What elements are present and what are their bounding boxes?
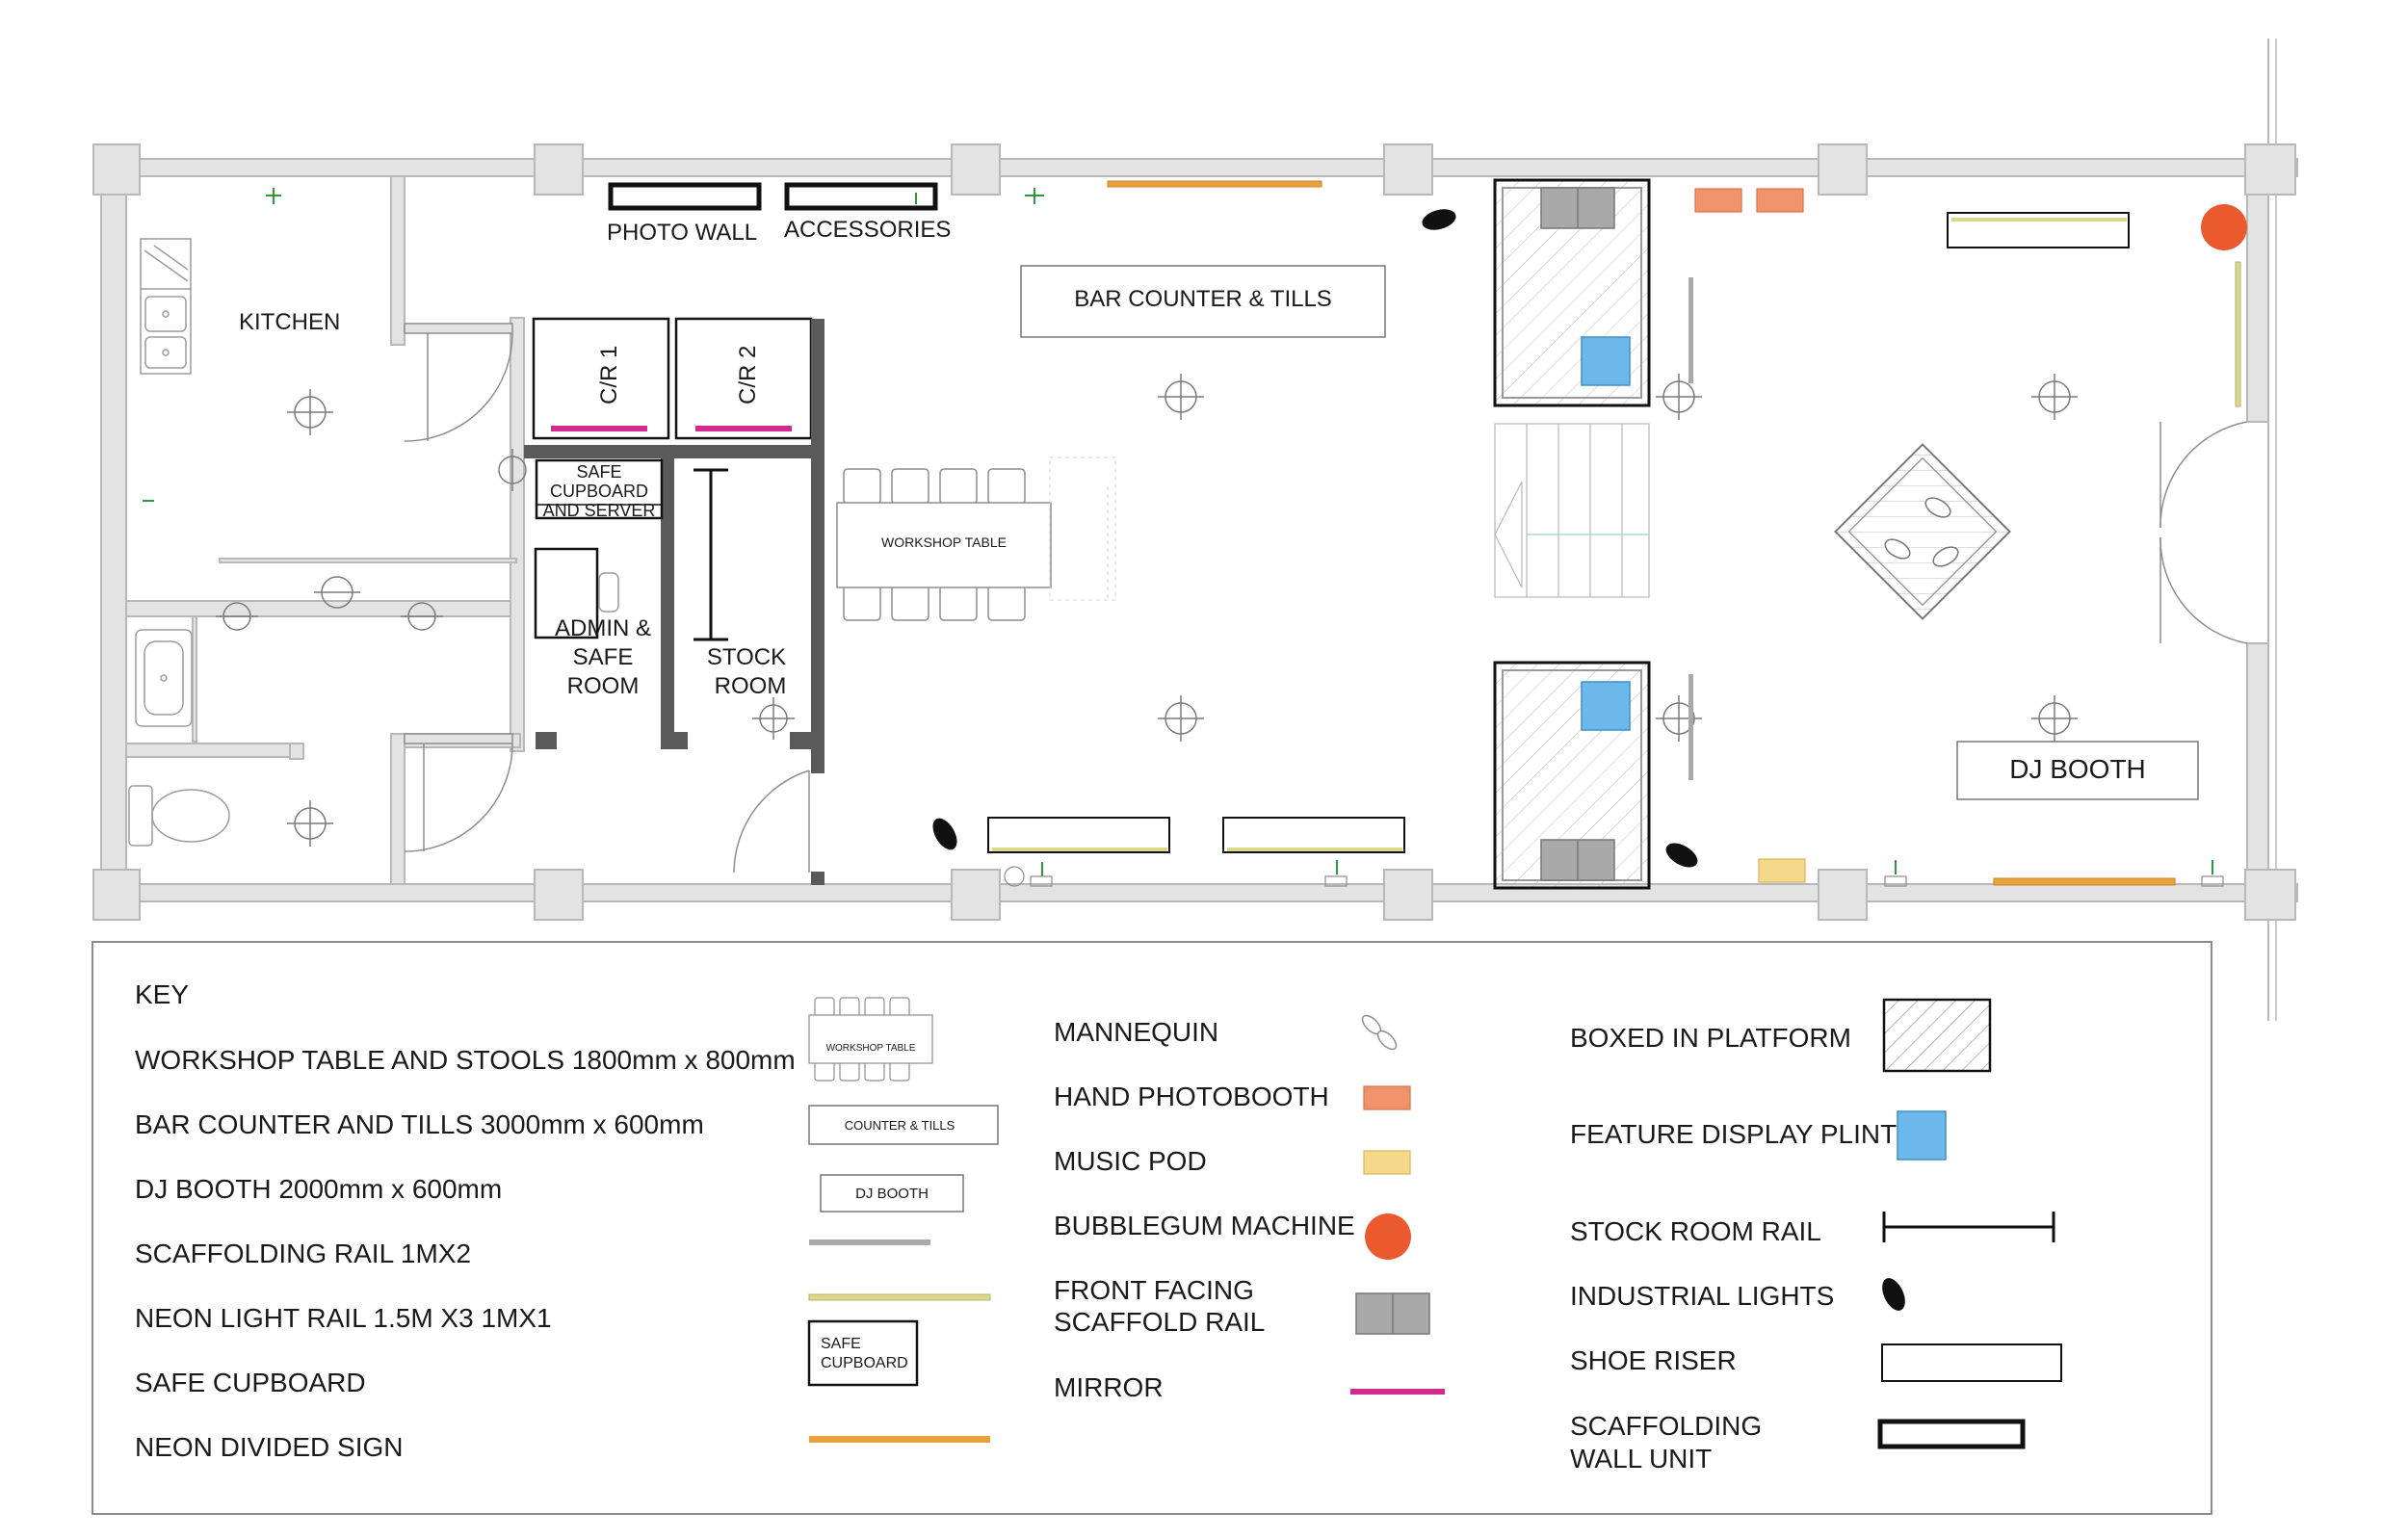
industrial-lights <box>932 209 1698 868</box>
safe-cupboard-line3: AND SERVER <box>543 501 656 520</box>
key-item-music-pod: MUSIC POD <box>1054 1146 1207 1176</box>
admin-room-line1: ADMIN & <box>555 615 651 641</box>
scaffolding-wall-units <box>608 182 938 211</box>
stock-room-rail <box>694 468 728 641</box>
bubblegum-machine <box>2201 204 2247 250</box>
power-sockets <box>143 188 2224 887</box>
cr1-label: C/R 1 <box>596 346 622 404</box>
outer-walls <box>95 39 2298 1021</box>
key-symbol-industrial-light-icon <box>1882 1278 1905 1311</box>
key-item-wall-unit: WALL UNIT <box>1570 1444 1712 1474</box>
back-of-house-walls <box>125 175 525 885</box>
key-symbol-bubblegum <box>1365 1213 1411 1260</box>
sink-unit-icon <box>140 238 192 375</box>
key-item-shoe-riser: SHOE RISER <box>1570 1345 1737 1375</box>
admin-room-line3: ROOM <box>567 673 640 699</box>
key-symbol-safe <box>807 1319 919 1387</box>
steps <box>1494 423 1650 598</box>
key-symbol-neon-rail <box>808 1293 991 1301</box>
toilet-icon <box>128 785 230 847</box>
boxed-platform-bottom <box>1493 661 1651 890</box>
key-item-photobooth: HAND PHOTOBOOTH <box>1054 1082 1329 1111</box>
key-symbol-scaffold-rail <box>809 1239 930 1245</box>
key-item-scaffolding: SCAFFOLDING <box>1570 1411 1762 1441</box>
key-symbol-photobooth <box>1363 1085 1411 1110</box>
key-symbol-counter <box>808 1105 999 1145</box>
key-panel <box>92 941 2212 1515</box>
stock-door-icon <box>733 770 810 874</box>
mannequin-platform <box>1834 443 2011 620</box>
neon-signs <box>1107 180 2176 886</box>
key-symbol-boxed-platform <box>1882 998 1992 1073</box>
hand-photobooths <box>1694 188 1804 213</box>
key-item-safe-cupboard: SAFE CUPBOARD <box>135 1368 366 1397</box>
changing-rooms <box>532 317 813 440</box>
scaffolding-rails <box>1688 277 1693 780</box>
admin-room-line2: SAFE <box>573 644 634 670</box>
admin-desk <box>534 547 619 639</box>
boxed-platform-top <box>1493 178 1651 407</box>
key-item-dj-booth: DJ BOOTH 2000mm x 600mm <box>135 1174 502 1204</box>
key-symbol-neon-sign <box>809 1436 990 1443</box>
stock-room-line1: STOCK <box>707 644 786 670</box>
key-item-neon-rail: NEON LIGHT RAIL 1.5M X3 1MX1 <box>135 1303 552 1333</box>
mannequin-icons <box>1884 497 1959 567</box>
key-symbol-shoe-riser <box>1881 1343 2062 1382</box>
key-item-boxed-platform: BOXED IN PLATFORM <box>1570 1023 1851 1053</box>
safe-cupboard-line1: SAFE <box>576 462 621 482</box>
key-item-mirror: MIRROR <box>1054 1372 1164 1402</box>
key-symbol-stock-rail <box>1882 1212 2055 1242</box>
workshop-dashed-area <box>1049 456 1116 602</box>
key-symbol-front-scaffold <box>1355 1292 1430 1335</box>
toilet-door-icon <box>404 733 513 852</box>
entrance-doors-icon <box>2159 421 2248 644</box>
key-item-front-facing: FRONT FACING <box>1054 1275 1254 1305</box>
key-item-scaffold-rail: SCAFFOLD RAIL <box>1054 1307 1265 1337</box>
key-item-industrial-lights: INDUSTRIAL LIGHTS <box>1570 1281 1834 1311</box>
key-item-bubblegum: BUBBLEGUM MACHINE <box>1054 1211 1355 1240</box>
key-item-scaffolding-rail: SCAFFOLDING RAIL 1MX2 <box>135 1239 471 1268</box>
key-symbol-safe-line1: SAFE <box>821 1336 861 1352</box>
key-symbol-mirror <box>1350 1389 1445 1395</box>
cr2-label: C/R 2 <box>735 346 761 404</box>
workshop-table-label: WORKSHOP TABLE <box>881 535 1007 550</box>
kitchen-label: KITCHEN <box>239 309 340 335</box>
dj-booth <box>1956 741 2199 800</box>
basin-icon <box>135 629 193 727</box>
safe-cupboard: SAFE CUPBOARD AND SERVER <box>535 458 664 520</box>
key-title: KEY <box>135 979 189 1009</box>
key-symbol-dj-label: DJ BOOTH <box>855 1186 929 1202</box>
workshop-table <box>836 468 1052 621</box>
music-pod <box>1758 858 1806 883</box>
key-symbol-workshop-label: WORKSHOP TABLE <box>826 1043 916 1054</box>
key-symbol-counter-label: COUNTER & TILLS <box>845 1118 955 1133</box>
neon-light-rail <box>2235 261 2241 407</box>
bar-counter <box>1020 265 1386 338</box>
key-item-neon-sign: NEON DIVIDED SIGN <box>135 1432 403 1462</box>
stock-room-walls <box>524 319 824 885</box>
key-symbol-mannequin-icon <box>1361 1014 1398 1051</box>
shoe-risers <box>987 212 2130 853</box>
kitchen-door-icon <box>404 323 513 442</box>
key-item-stock-rail: STOCK ROOM RAIL <box>1570 1216 1821 1246</box>
key-symbol-dj <box>820 1174 964 1213</box>
bar-counter-label: BAR COUNTER & TILLS <box>1074 286 1332 312</box>
key-item-workshop: WORKSHOP TABLE AND STOOLS 1800mm x 800mm <box>135 1045 796 1075</box>
key-item-bar-counter: BAR COUNTER AND TILLS 3000mm x 600mm <box>135 1109 704 1139</box>
key-item-mannequin: MANNEQUIN <box>1054 1017 1218 1047</box>
dj-booth-label: DJ BOOTH <box>2009 754 2146 784</box>
key-symbol-workshop <box>808 997 933 1082</box>
stock-room-line2: ROOM <box>715 673 787 699</box>
key-symbol-music-pod <box>1363 1150 1411 1175</box>
key-symbol-wall-unit <box>1877 1419 2026 1449</box>
ceiling-lights <box>216 374 2078 847</box>
key-symbol-feature-plinth <box>1897 1110 1947 1161</box>
key-symbol-safe-line2: CUPBOARD <box>821 1355 908 1371</box>
key-item-feature-plinth: FEATURE DISPLAY PLINTH <box>1570 1119 1916 1149</box>
safe-cupboard-line2: CUPBOARD <box>550 482 648 501</box>
columns <box>92 143 2296 921</box>
photo-wall-label: PHOTO WALL <box>607 220 757 246</box>
accessories-label: ACCESSORIES <box>784 217 951 243</box>
